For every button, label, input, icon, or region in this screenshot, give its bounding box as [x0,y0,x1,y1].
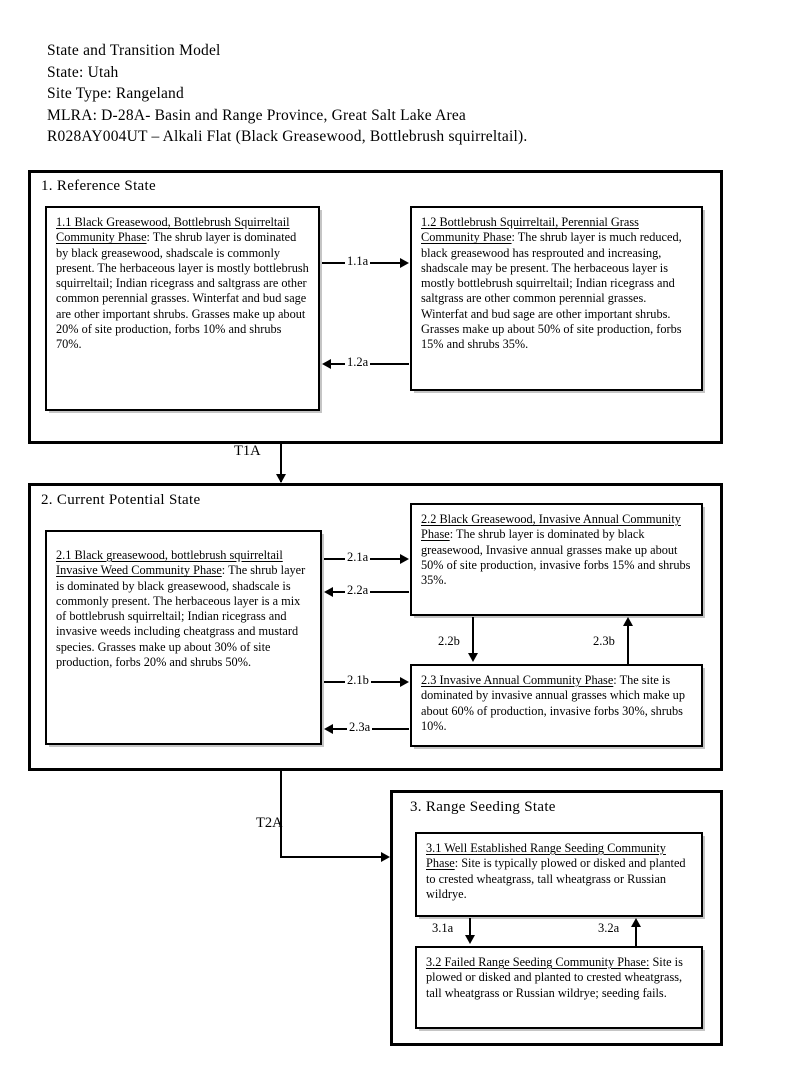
connector-arrow-1-2a [322,359,331,369]
connector-label-2-3a: 2.3a [347,720,373,735]
connector-label-3-2a: 3.2a [596,921,622,936]
connector-line-2-2a [333,591,409,593]
phase-box-2-1: 2.1 Black greasewood, bottlebrush squirr… [45,530,322,745]
phase-text-2-3: 2.3 Invasive Annual Community Phase: The… [421,673,693,734]
connector-arrow-2-2b [468,653,478,662]
phase-title-1-1: 1.1 Black Greasewood, Bottlebrush Squirr… [56,215,290,245]
connector-label-2-1a: 2.1a [345,550,371,565]
transition-arrow-t2a [381,852,390,862]
phase-box-3-2: 3.2 Failed Range Seeding Community Phase… [415,946,703,1029]
phase-body-1-1: : The shrub layer is dominated by black … [56,230,309,352]
transition-arrow-t1a [276,474,286,483]
phase-body-2-2: : The shrub layer is dominated by black … [421,527,691,588]
phase-box-1-2: 1.2 Bottlebrush Squirreltail, Perennial … [410,206,703,391]
phase-box-1-1: 1.1 Black Greasewood, Bottlebrush Squirr… [45,206,320,411]
connector-label-1-2a: 1.2a [345,355,371,370]
phase-box-2-2: 2.2 Black Greasewood, Invasive Annual Co… [410,503,703,616]
connector-line-2-2b [472,617,474,656]
header-line-mlra: MLRA: D-28A- Basin and Range Province, G… [47,106,467,124]
connector-arrow-2-1b [400,677,409,687]
transition-line-t2a-vertical [280,771,282,858]
header-line-site-type: Site Type: Rangeland [47,85,184,102]
connector-label-2-2a: 2.2a [345,583,371,598]
connector-arrow-2-1a [400,554,409,564]
transition-label-t2a: T2A [256,815,283,831]
connector-line-3-2a [635,925,637,946]
connector-label-1-1a: 1.1a [345,254,371,269]
phase-body-2-1: : The shrub layer is dominated by black … [56,563,306,670]
phase-title-1-2: 1.2 Bottlebrush Squirreltail, Perennial … [421,215,639,245]
state-title-reference: 1. Reference State [41,178,156,194]
phase-box-3-1: 3.1 Well Established Range Seeding Commu… [415,832,703,917]
phase-title-2-1: 2.1 Black greasewood, bottlebrush squirr… [56,548,283,578]
transition-line-t1a [280,444,282,482]
connector-arrow-1-1a [400,258,409,268]
connector-arrow-3-2a [631,918,641,927]
phase-title-3-2: 3.2 Failed Range Seeding Community Phase… [426,955,650,969]
phase-text-2-1: 2.1 Black greasewood, bottlebrush squirr… [56,539,312,670]
phase-text-1-2: 1.2 Bottlebrush Squirreltail, Perennial … [421,215,693,353]
phase-body-3-2: Site is plowed or disked and planted to … [426,955,683,1000]
phase-title-3-1: 3.1 Well Established Range Seeding Commu… [426,841,666,871]
connector-label-2-2b: 2.2b [436,634,462,649]
header-line-ecosite: R028AY004UT – Alkali Flat (Black Greasew… [47,128,528,145]
header-line-state: State: Utah [47,63,119,81]
phase-text-2-2: 2.2 Black Greasewood, Invasive Annual Co… [421,512,693,588]
connector-arrow-2-2a [324,587,333,597]
phase-body-2-3: : The site is dominated by invasive annu… [421,673,685,733]
connector-label-2-1b: 2.1b [345,673,371,688]
connector-line-2-3b [627,625,629,664]
phase-title-2-2: 2.2 Black Greasewood, Invasive Annual Co… [421,512,681,542]
document-header: State and Transition Model State: Utah S… [47,40,747,148]
transition-line-t2a-horizontal [280,856,382,858]
phase-text-3-2: 3.2 Failed Range Seeding Community Phase… [426,955,693,1001]
state-title-range-seeding: 3. Range Seeding State [410,799,556,815]
connector-label-2-3b: 2.3b [591,634,617,649]
connector-line-3-1a [469,918,471,938]
state-title-current-potential: 2. Current Potential State [41,492,201,508]
phase-box-2-3: 2.3 Invasive Annual Community Phase: The… [410,664,703,747]
connector-label-3-1a: 3.1a [430,921,456,936]
phase-text-3-1: 3.1 Well Established Range Seeding Commu… [426,841,693,902]
connector-arrow-3-1a [465,935,475,944]
phase-body-3-1: : Site is typically plowed or disked and… [426,856,686,901]
transition-label-t1a: T1A [234,443,261,459]
phase-body-1-2: : The shrub layer is much reduced, black… [421,230,682,352]
phase-text-1-1: 1.1 Black Greasewood, Bottlebrush Squirr… [56,215,310,353]
connector-arrow-2-3a [324,724,333,734]
header-line-title: State and Transition Model [47,42,221,59]
connector-arrow-2-3b [623,617,633,626]
phase-title-2-3: 2.3 Invasive Annual Community Phase [421,673,614,687]
